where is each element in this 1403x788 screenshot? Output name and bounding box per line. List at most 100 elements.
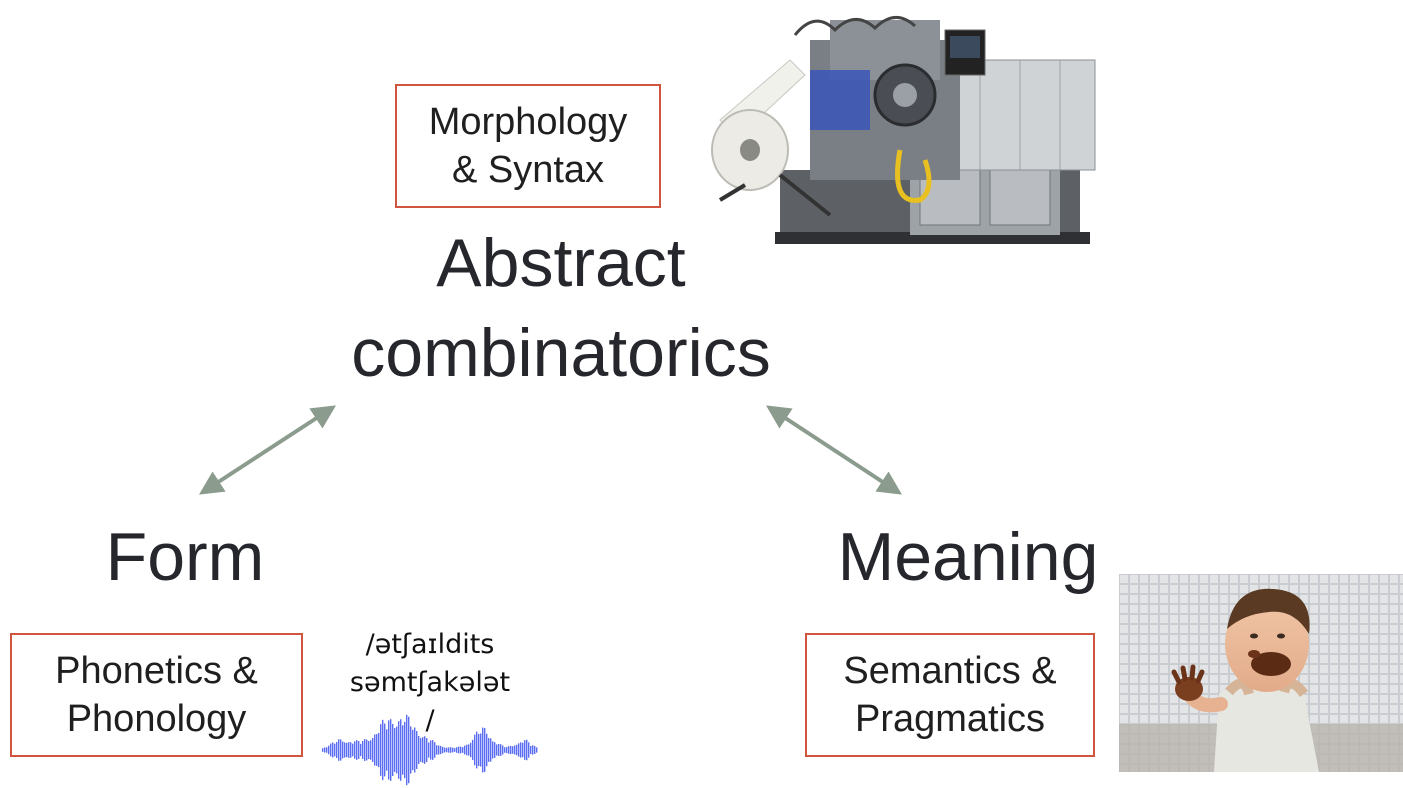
waveform-bar [326,747,328,753]
meaning-title: Meaning [837,519,1099,595]
waveform-bar [450,747,452,753]
waveform-bar [332,742,334,758]
waveform-bar [480,733,482,767]
waveform-bar [508,746,510,754]
waveform-bar [372,737,374,763]
waveform-bar [476,731,478,769]
waveform-bar [364,739,366,761]
waveform-bar [440,745,442,755]
waveform-bar [448,747,450,753]
waveform-bar [496,744,498,756]
semantics-pragmatics-line1: Semantics & [843,650,1057,692]
waveform-bar [536,747,538,753]
waveform-bar [322,748,324,752]
phonetics-phonology-box: Phonetics & Phonology [10,633,303,757]
waveform-bar [522,742,524,758]
phonetics-phonology-line1: Phonetics & [55,650,258,692]
waveform-bar [328,745,330,755]
waveform-bar [398,721,400,779]
waveform-bar [492,741,494,759]
waveform-bar [402,725,404,775]
waveform-bar [356,740,358,760]
waveform-bar [336,742,338,758]
waveform-bar [454,748,456,752]
waveform-bar [330,743,332,757]
waveform-bar [376,734,378,766]
waveform-bar [458,746,460,754]
morphology-syntax-box: Morphology & Syntax [395,84,661,208]
waveform-bar [482,727,484,773]
phonetics-phonology-line2: Phonology [66,698,247,740]
waveform-bar [524,740,526,760]
waveform-bar [396,726,398,774]
ipa-transcription: /ətʃaɪldits səmtʃakələt / [325,626,535,740]
waveform-bar [510,745,512,755]
waveform-bar [416,731,418,769]
waveform-bar [526,739,528,761]
waveform-bar [506,746,508,754]
waveform-bar [436,745,438,755]
abstract-combinatorics-line1: Abstract [436,225,686,301]
waveform-bar [514,745,516,755]
waveform-bar [502,745,504,755]
waveform-bar [406,714,408,786]
audio-waveform [322,714,538,786]
waveform-bar [392,723,394,777]
waveform-bar [366,739,368,761]
waveform-bar [368,740,370,760]
waveform-bar [386,729,388,771]
waveform-bar [498,743,500,757]
waveform-bar [528,742,530,758]
waveform-bar [484,728,486,772]
waveform-bar [520,742,522,758]
form-title: Form [105,519,265,595]
waveform-bar [462,747,464,753]
waveform-bar [456,747,458,753]
waveform-bar [434,742,436,758]
abstract-combinatorics-line2: combinatorics [351,315,771,391]
morphology-syntax-line2: & Syntax [451,149,605,191]
waveform-bar [350,742,352,758]
waveform-bar [388,720,390,780]
waveform-bar [518,743,520,757]
waveform-bar [464,745,466,755]
waveform-bar [426,738,428,762]
semantics-pragmatics-box: Semantics & Pragmatics [805,633,1095,757]
waveform-bar [500,744,502,756]
waveform-bar [420,738,422,762]
waveform-bar [444,747,446,753]
waveform-bar [486,733,488,767]
waveform-bar [354,741,356,759]
waveform-bar [380,724,382,776]
ipa-line2: səmtʃakələt [349,667,511,698]
waveform-bar [340,739,342,761]
waveform-bar [512,746,514,754]
waveform-bar [414,727,416,773]
waveform-bar [446,747,448,753]
waveform-bar [468,744,470,756]
waveform-bar [424,736,426,764]
waveform-bar [488,738,490,762]
waveform-bar [474,734,476,766]
waveform-bar [338,739,340,761]
waveform-bar [342,741,344,759]
waveform-bar [466,744,468,756]
waveform-bar [504,747,506,753]
morphology-syntax-line1: Morphology [428,101,628,143]
waveform-bar [494,742,496,758]
waveform-bar [408,716,410,784]
waveform-bar [370,740,372,760]
waveform-bar [382,719,384,781]
waveform-bar [422,737,424,763]
waveform-bar [532,745,534,755]
waveform-bar [460,746,462,754]
waveform-bar [404,721,406,779]
waveform-bar [490,738,492,762]
waveform-bar [470,742,472,758]
waveform-bar [432,740,434,760]
waveform-bar [352,743,354,757]
ipa-line3: / [425,705,435,736]
ipa-line1: /ətʃaɪldits [365,629,495,660]
waveform-bar [438,745,440,755]
